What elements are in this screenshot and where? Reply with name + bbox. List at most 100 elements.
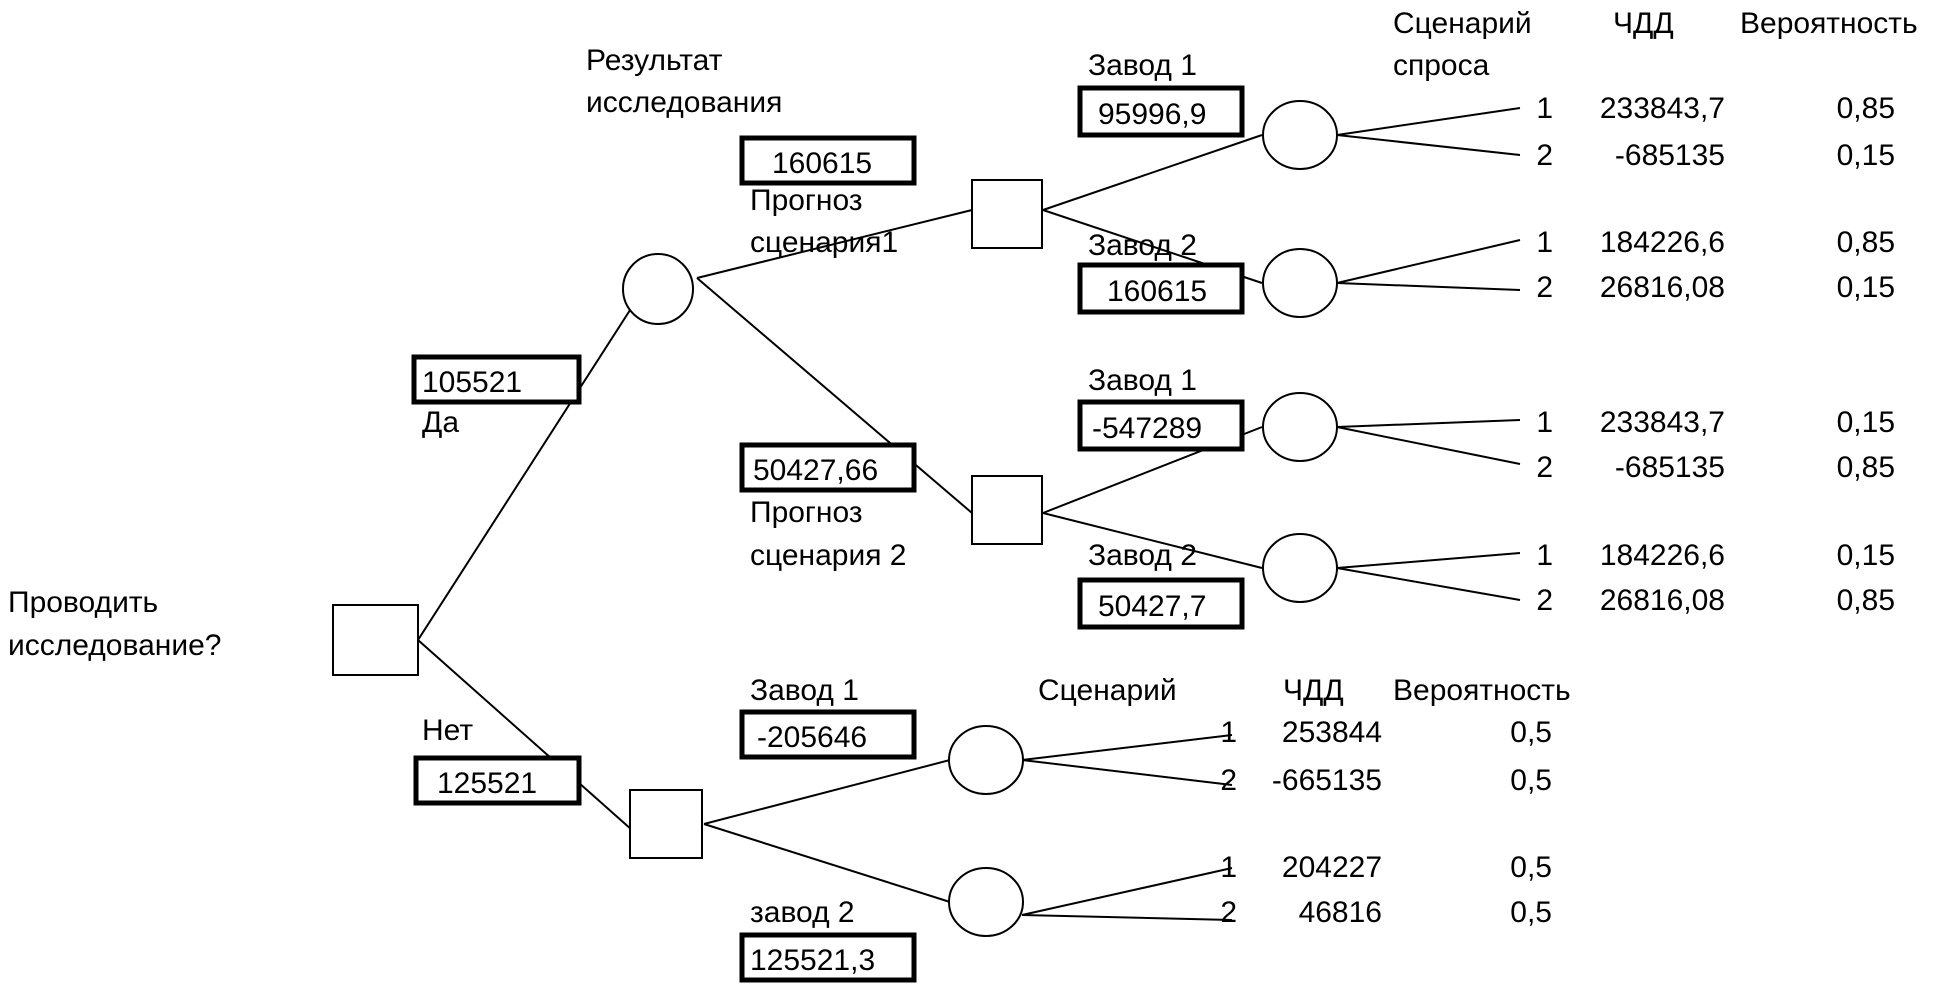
branch-root-yes (417, 306, 633, 641)
header-scenario-line1: Сценарий (1393, 7, 1532, 40)
outcome-line (1336, 419, 1521, 428)
f2-plant2-value: 50427,7 (1098, 590, 1206, 623)
chance-node-f1-plant1 (1262, 100, 1338, 170)
outcome-line (1336, 239, 1521, 284)
scenario-number: 2 (1220, 896, 1237, 929)
value-box (1077, 262, 1245, 315)
outcome-line (1336, 552, 1521, 569)
f1-plant2-value: 160615 (1107, 275, 1207, 308)
value-box (1077, 399, 1245, 452)
probability-value: 0,85 (1837, 451, 1895, 484)
root-question-line2: исследование? (8, 629, 221, 662)
npv-value: 233843,7 (1600, 92, 1725, 125)
chance-node-no-plant2 (948, 867, 1024, 937)
scenario-number: 1 (1220, 851, 1237, 884)
decision-node-forecast2 (971, 475, 1043, 545)
table-row: 2 -665135 0,5 (1220, 764, 1552, 797)
table-row: 2 46816 0,5 (1220, 896, 1552, 929)
probability-value: 0,15 (1837, 539, 1895, 572)
no-value: 125521 (437, 767, 537, 800)
probability-value: 0,5 (1510, 896, 1552, 929)
bottom-outcome-rows: 1 253844 0,5 2 -665135 0,5 1 204227 0,5 … (1220, 716, 1552, 929)
probability-value: 0,15 (1837, 139, 1895, 172)
forecast2-label-line1: Прогноз (750, 496, 863, 529)
header-probability: Вероятность (1740, 7, 1918, 40)
scenario-number: 1 (1220, 716, 1237, 749)
probability-value: 0,15 (1837, 271, 1895, 304)
outcome-line (1021, 759, 1233, 786)
top-outcome-rows: 1 233843,7 0,85 2 -685135 0,15 1 184226,… (1536, 92, 1895, 617)
branch-lines (417, 107, 1521, 921)
f1-plant2-label: Завод 2 (1088, 229, 1197, 262)
top-table-headers: Сценарий спроса ЧДД Вероятность (1393, 7, 1918, 82)
chance-node-research-result (622, 253, 694, 325)
table-row: 1 184226,6 0,85 (1536, 226, 1895, 259)
table-row: 2 -685135 0,85 (1536, 451, 1895, 484)
value-box (413, 755, 582, 806)
f1-plant1-value: 95996,9 (1098, 98, 1206, 131)
scenario-number: 1 (1536, 226, 1553, 259)
outcome-line (1021, 914, 1233, 921)
table-row: 1 184226,6 0,15 (1536, 539, 1895, 572)
branch-no-plant1 (703, 759, 951, 825)
outcome-line (1336, 282, 1521, 291)
probability-value: 0,5 (1510, 764, 1552, 797)
header-scenario-line2: спроса (1393, 49, 1490, 82)
value-box (739, 709, 917, 760)
header-probability: Вероятность (1393, 674, 1571, 707)
table-row: 1 253844 0,5 (1220, 716, 1552, 749)
scenario-number: 2 (1536, 451, 1553, 484)
branch-result-forecast2 (696, 277, 973, 514)
outcome-line (1336, 567, 1521, 601)
value-box (411, 354, 582, 405)
table-row: 1 233843,7 0,85 (1536, 92, 1895, 125)
forecast1-label-line2: сценария1 (750, 226, 898, 259)
header-npv: ЧДД (1283, 674, 1344, 707)
no-plant1-value: -205646 (757, 721, 867, 754)
probability-value: 0,15 (1837, 406, 1895, 439)
branch-f1-plant1 (1042, 134, 1263, 211)
table-row: 1 204227 0,5 (1220, 851, 1552, 884)
npv-value: -685135 (1615, 451, 1725, 484)
scenario-number: 2 (1536, 139, 1553, 172)
value-box (1077, 85, 1245, 138)
scenario-number: 2 (1536, 584, 1553, 617)
header-npv: ЧДД (1613, 7, 1674, 40)
npv-value: 184226,6 (1600, 539, 1725, 572)
npv-value: 46816 (1299, 896, 1382, 929)
probability-value: 0,85 (1837, 92, 1895, 125)
outcome-line (1021, 734, 1233, 761)
forecast2-value: 50427,66 (753, 454, 878, 487)
no-plant1-label: Завод 1 (750, 674, 859, 707)
chance-node-f2-plant2 (1262, 533, 1338, 603)
value-boxes: 105521 160615 50427,66 95996,9 160615 -5… (411, 85, 1245, 983)
branch-root-no (417, 639, 633, 831)
branch-no-plant2 (703, 823, 951, 903)
f2-plant1-label: Завод 1 (1088, 364, 1197, 397)
decision-node-root (332, 604, 419, 676)
chance-node-f1-plant2 (1262, 248, 1338, 318)
scenario-number: 1 (1536, 539, 1553, 572)
npv-value: -665135 (1272, 764, 1382, 797)
scenario-number: 2 (1220, 764, 1237, 797)
outcome-line (1336, 426, 1521, 465)
table-row: 2 26816,08 0,15 (1536, 271, 1895, 304)
root-question-line1: Проводить (8, 586, 158, 619)
table-row: 2 26816,08 0,85 (1536, 584, 1895, 617)
npv-value: 26816,08 (1600, 584, 1725, 617)
npv-value: 26816,08 (1600, 271, 1725, 304)
value-box (739, 932, 917, 983)
branch-result-forecast1 (696, 209, 973, 279)
result-label-line1: Результат (586, 44, 723, 77)
outcome-line (1021, 867, 1233, 916)
chance-node-no-plant1 (948, 725, 1024, 795)
f1-plant1-label: Завод 1 (1088, 49, 1197, 82)
table-row: 1 233843,7 0,15 (1536, 406, 1895, 439)
npv-value: -685135 (1615, 139, 1725, 172)
chance-node-f2-plant1 (1262, 392, 1338, 462)
outcome-line (1336, 107, 1521, 136)
value-box (739, 135, 917, 186)
branch-labels: Проводить исследование? Да Нет Результат… (8, 44, 1197, 929)
decision-node-forecast1 (971, 179, 1043, 249)
result-label-line2: исследования (586, 86, 782, 119)
